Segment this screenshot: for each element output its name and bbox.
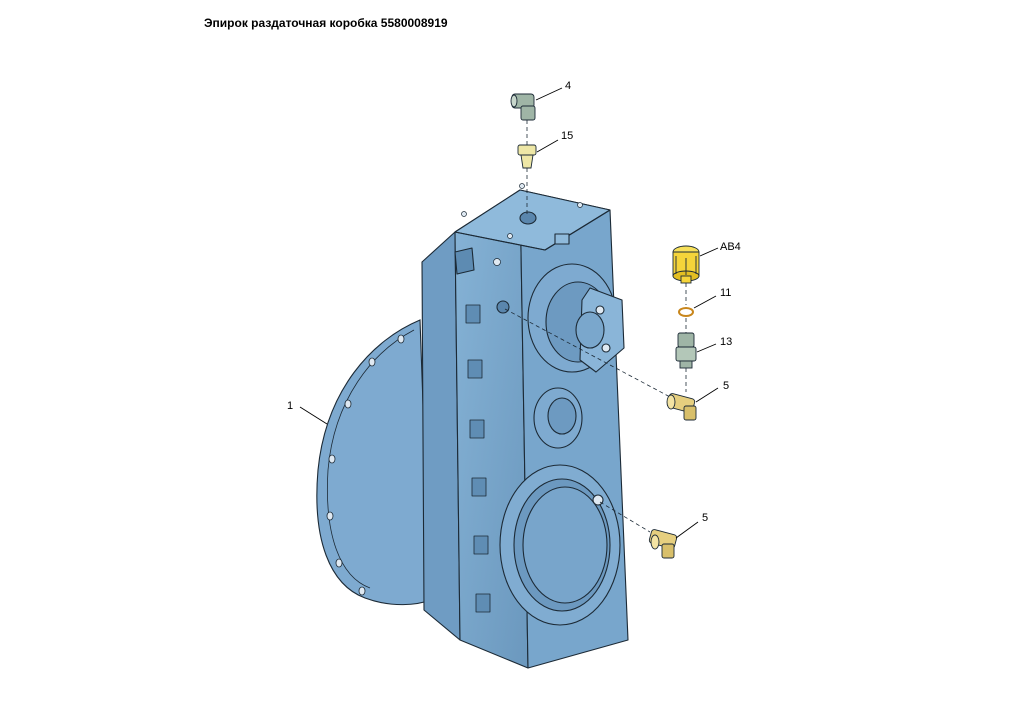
leader-lines — [299, 87, 719, 539]
gearbox-housing — [421, 183, 629, 669]
callout-5-upper: 5 — [723, 380, 729, 392]
upper-output-flange — [527, 263, 625, 373]
housing-ribs — [465, 304, 491, 613]
callout-1: 1 — [287, 400, 293, 412]
callout-11: 11 — [720, 287, 731, 299]
assembly-lines — [504, 120, 687, 533]
top-breather-port — [519, 211, 537, 225]
middle-cover — [533, 387, 583, 449]
bell-housing — [316, 319, 431, 606]
callout-4: 4 — [565, 80, 571, 92]
callout-5-lower: 5 — [702, 512, 708, 524]
side-port-upper — [496, 300, 510, 314]
part-15-fitting — [517, 144, 537, 169]
callout-15: 15 — [561, 130, 573, 142]
lower-cover — [499, 464, 621, 626]
page-title: Эпирок раздаточная коробка 5580008919 — [204, 16, 448, 30]
top-bolts — [461, 183, 583, 266]
part-5-elbow-lower — [648, 529, 678, 559]
part-4-elbow-fitting — [510, 93, 536, 121]
part-ab4-cap — [672, 245, 700, 284]
callout-13: 13 — [720, 336, 732, 348]
flange-bolt-holes — [326, 334, 405, 596]
part-13-adapter — [675, 332, 697, 369]
part-11-o-ring — [678, 307, 694, 317]
callout-ab4: AB4 — [720, 241, 741, 253]
part-5-elbow-upper — [666, 393, 697, 421]
